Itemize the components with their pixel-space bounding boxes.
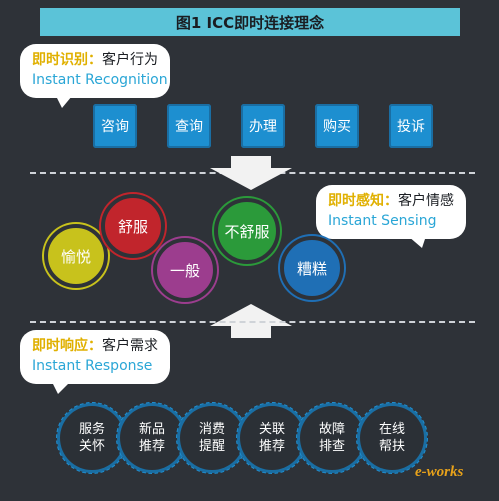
divider-bottom [30,321,475,323]
action-query-label: 查询 [175,119,203,135]
need-new-product-line2: 推荐 [138,439,165,454]
action-complain: 投诉 [389,104,433,148]
emotion-uncomfortable: 不舒服 [214,198,280,264]
emotion-comfortable-label: 舒服 [117,217,148,236]
need-new-product-line1: 新品 [138,422,165,437]
sensing-english: Instant Sensing [328,213,437,229]
response-english: Instant Response [32,358,153,374]
need-related-recommend-line2: 推荐 [258,439,285,454]
figure-title-text: 图1 ICC即时连接理念 [175,13,325,32]
response-bubble-tail [52,382,70,394]
recognition-bubble: 即时识别：客户行为 Instant Recognition [20,44,170,98]
emotion-pleasant-label: 愉悦 [60,247,91,266]
sensing-bubble: 即时感知：客户情感 Instant Sensing [316,185,466,239]
action-handle: 办理 [241,104,285,148]
watermark-logo: e-works [415,464,463,481]
response-bubble: 即时响应：客户需求 Instant Response [20,330,170,384]
sensing-label: 即时感知：客户情感 [328,191,454,211]
recognition-label-highlight: 即时识别： [32,52,102,68]
need-spending-reminder-line1: 消费 [198,422,225,437]
action-handle-label: 办理 [249,119,277,135]
emotion-average-label: 一般 [169,261,200,280]
action-purchase-label: 购买 [323,119,351,135]
figure-title: 图1 ICC即时连接理念 [40,8,460,36]
response-label-highlight: 即时响应： [32,338,102,354]
emotion-bad: 糟糕 [280,236,344,300]
need-online-help-line2: 帮扶 [378,439,405,454]
action-consult-label: 咨询 [101,119,129,135]
response-label: 即时响应：客户需求 [32,336,158,356]
need-troubleshoot-line2: 排查 [318,439,345,454]
need-online-help: 在线 帮扶 [356,402,428,474]
response-label-rest: 客户需求 [102,338,158,354]
need-troubleshoot: 故障 排查 [296,402,368,474]
need-service-care-line2: 关怀 [78,439,105,454]
need-service-care-line1: 服务 [78,422,105,437]
need-related-recommend: 关联 推荐 [236,402,308,474]
recognition-label-rest: 客户行为 [102,52,158,68]
emotion-bad-label: 糟糕 [296,259,327,278]
emotion-comfortable: 舒服 [101,194,165,258]
emotion-uncomfortable-label: 不舒服 [224,222,270,241]
need-related-recommend-line1: 关联 [258,422,285,437]
recognition-english: Instant Recognition [32,72,168,88]
arrow-down-icon [210,156,292,190]
sensing-label-rest: 客户情感 [398,193,454,209]
emotion-pleasant: 愉悦 [44,224,108,288]
action-query: 查询 [167,104,211,148]
action-complain-label: 投诉 [397,119,425,135]
action-consult: 咨询 [93,104,137,148]
action-purchase: 购买 [315,104,359,148]
need-new-product: 新品 推荐 [116,402,188,474]
need-spending-reminder-line2: 提醒 [198,439,225,454]
recognition-label: 即时识别：客户行为 [32,50,158,70]
need-troubleshoot-line1: 故障 [318,422,345,437]
need-spending-reminder: 消费 提醒 [176,402,248,474]
recognition-bubble-tail [56,96,72,108]
emotion-average: 一般 [153,238,217,302]
sensing-bubble-tail [408,236,426,248]
need-online-help-line1: 在线 [378,422,405,437]
watermark-text: e-works [415,464,464,480]
sensing-label-highlight: 即时感知： [328,193,398,209]
